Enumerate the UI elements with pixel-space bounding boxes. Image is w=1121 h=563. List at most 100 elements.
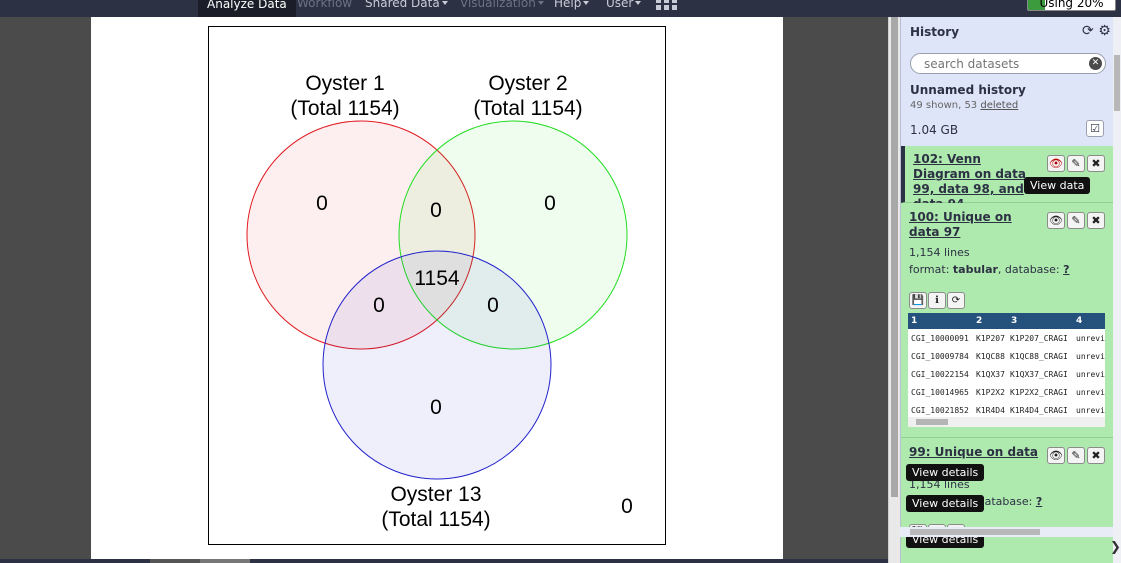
delete-icon[interactable]: ✖ — [1087, 212, 1105, 229]
rerun-icon[interactable]: ⟳ — [947, 292, 965, 309]
peek-cell: unrevi — [1076, 334, 1105, 343]
region-1-3: 0 — [373, 294, 385, 317]
peek-cell: K1P2X2 — [976, 388, 1005, 397]
search-datasets[interactable]: ✕ — [910, 53, 1106, 74]
set-3-total: (Total 1154) — [381, 508, 490, 531]
set-2-name: Oyster 2 — [488, 72, 567, 95]
save-icon[interactable]: 💾 — [909, 292, 927, 309]
history-title: History — [910, 25, 960, 39]
refresh-icon[interactable]: ⟳ — [1082, 23, 1094, 39]
peek-row: CGI_10022154 K1QX37 K1QX37_CRAGI unrevi — [908, 365, 1105, 383]
peek-scrollbar[interactable] — [908, 417, 1105, 427]
dataset-list: 102: Venn Diagram on data 99, data 98, a… — [901, 146, 1116, 563]
history-name[interactable]: Unnamed history — [910, 83, 1026, 97]
peek-cell: K1QC88_CRAGI — [1010, 352, 1068, 361]
venn-circle-oyster-2 — [398, 120, 628, 350]
center-scrollbar[interactable] — [888, 17, 900, 563]
search-input[interactable] — [924, 57, 1084, 71]
eye-icon[interactable]: 👁 — [1047, 447, 1065, 464]
venn-circle-oyster-13 — [322, 250, 552, 480]
peek-cell: unrevi — [1076, 370, 1105, 379]
clear-search-icon[interactable]: ✕ — [1089, 57, 1102, 70]
history-panel: History ⟳ ⚙ ✕ Unnamed history 49 shown, … — [900, 17, 1121, 563]
set-2-total: (Total 1154) — [473, 97, 582, 120]
history-icons: ⟳ ⚙ — [1082, 23, 1111, 39]
eye-icon[interactable]: 👁 — [1047, 155, 1065, 172]
dataset-title[interactable]: 100: Unique on data 97 — [909, 210, 1012, 239]
caret-down-icon — [441, 1, 448, 5]
gear-icon[interactable]: ⚙ — [1098, 23, 1111, 39]
dataset-actions: 💾ℹ⟳ — [909, 288, 966, 309]
pencil-icon[interactable]: ✎ — [1067, 447, 1085, 464]
caret-down-icon — [583, 1, 590, 5]
peek-cell: CGI_10000091 — [911, 334, 969, 343]
pencil-icon[interactable]: ✎ — [1067, 212, 1085, 229]
masthead: Analyze Data Workflow Shared Data Visual… — [0, 0, 1121, 17]
region-only-2: 0 — [544, 192, 556, 215]
nav-shared-data[interactable]: Shared Data — [365, 0, 448, 10]
peek-cell: K1QX37_CRAGI — [1010, 370, 1068, 379]
dataset-buttons: 👁✎✖ — [1045, 209, 1105, 229]
region-outside: 0 — [621, 495, 633, 518]
venn-border — [208, 26, 666, 545]
deleted-link[interactable]: deleted — [980, 100, 1019, 111]
dataset-buttons: 👁✎✖ — [1045, 444, 1105, 464]
nav-help[interactable]: Help — [554, 0, 590, 10]
delete-icon[interactable]: ✖ — [1087, 155, 1105, 172]
dataset-buttons: 👁✎✖ — [1045, 152, 1105, 172]
peek-header: 1 2 3 4 — [908, 313, 1105, 329]
region-only-1: 0 — [316, 192, 328, 215]
delete-icon[interactable]: ✖ — [1087, 447, 1105, 464]
venn-circle-oyster-1 — [246, 120, 476, 350]
peek-cell: K1QC88 — [976, 352, 1005, 361]
pencil-icon[interactable]: ✎ — [1067, 155, 1085, 172]
bottom-strip — [0, 559, 888, 563]
region-2-3: 0 — [487, 294, 499, 317]
set-1-total: (Total 1154) — [290, 97, 399, 120]
nav-analyze-data[interactable]: Analyze Data — [198, 0, 296, 17]
dataset-lines: 1,154 lines — [909, 246, 970, 259]
eye-icon[interactable]: 👁 — [1047, 212, 1065, 229]
grid-icon[interactable] — [656, 0, 677, 11]
info-icon[interactable]: ℹ — [928, 292, 946, 309]
view-details-tooltip: View details — [906, 495, 985, 512]
chevron-right-icon[interactable]: ❯ — [1110, 540, 1121, 555]
select-items-button[interactable]: ☑ — [1086, 120, 1104, 137]
peek-cell: K1P207 — [976, 334, 1005, 343]
history-hscrollbar[interactable] — [900, 527, 1113, 537]
peek-row: CGI_10000091 K1P207 K1P207_CRAGI unrevi — [908, 329, 1105, 347]
region-only-3: 0 — [430, 396, 442, 419]
peek-cell: K1R4D4_CRAGI — [1010, 406, 1068, 415]
view-data-tooltip: View data — [1024, 177, 1091, 194]
dataset-102[interactable]: 102: Venn Diagram on data 99, data 98, a… — [901, 146, 1116, 211]
peek-cell: unrevi — [1076, 352, 1105, 361]
peek-cell: CGI_10014965 — [911, 388, 969, 397]
nav-workflow[interactable]: Workflow — [297, 0, 353, 10]
peek-cell: K1P207_CRAGI — [1010, 334, 1068, 343]
history-scrollbar[interactable] — [1113, 17, 1121, 563]
quota-meter[interactable]: Using 20% — [1027, 0, 1116, 11]
set-3-name: Oyster 13 — [390, 483, 481, 506]
peek-cell: CGI_10021852 — [911, 406, 969, 415]
peek-cell: unrevi — [1076, 388, 1105, 397]
set-1-name: Oyster 1 — [305, 72, 384, 95]
region-all: 1154 — [414, 267, 459, 290]
nav-user[interactable]: User — [606, 0, 642, 10]
peek-cell: K1QX37 — [976, 370, 1005, 379]
region-1-2: 0 — [430, 199, 442, 222]
nav-visualization[interactable]: Visualization — [460, 0, 544, 10]
peek-cell: CGI_10022154 — [911, 370, 969, 379]
dataset-format: format: tabular, database: ? — [909, 263, 1070, 276]
dataset-lines: 1,154 lines — [909, 478, 970, 491]
history-size: 1.04 GB — [910, 123, 959, 137]
caret-down-icon — [635, 1, 642, 5]
dataset-title[interactable]: 99: Unique on data — [909, 445, 1039, 459]
dataset-100[interactable]: 100: Unique on data 97 👁✎✖ 1,154 lines f… — [901, 203, 1116, 438]
quota-fill — [1028, 0, 1046, 10]
caret-down-icon — [537, 1, 544, 5]
peek-cell: K1R4D4 — [976, 406, 1005, 415]
history-counts: 49 shown, 53 deleted — [910, 100, 1019, 111]
